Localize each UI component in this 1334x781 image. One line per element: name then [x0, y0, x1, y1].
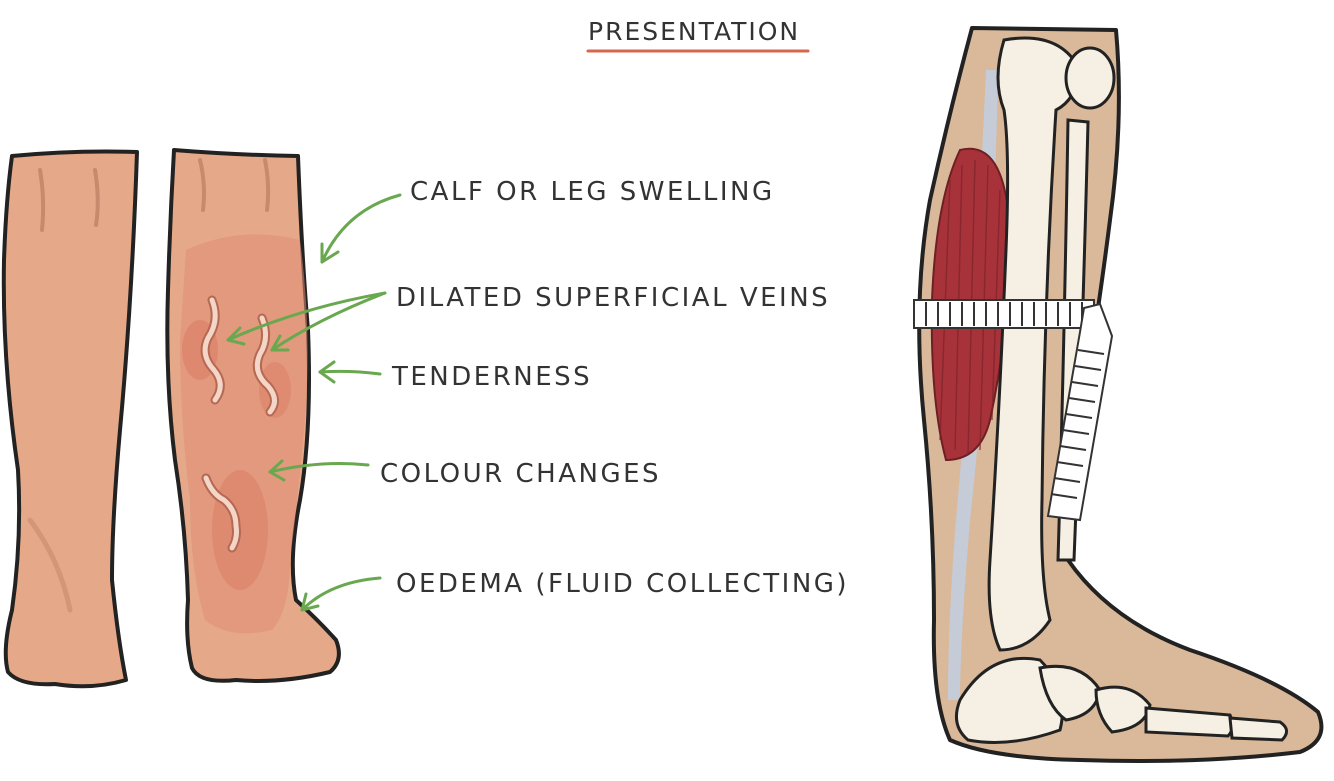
- page-title: PRESENTATION: [588, 17, 800, 46]
- leg-anatomy-illustration: [914, 28, 1321, 761]
- label-dilated-veins: DILATED SUPERFICIAL VEINS: [396, 283, 830, 313]
- healthy-leg: [4, 152, 137, 687]
- arrow-tenderness: [320, 371, 380, 374]
- label-tenderness: TENDERNESS: [391, 362, 592, 392]
- label-calf-swelling: CALF OR LEG SWELLING: [410, 177, 775, 207]
- label-colour-changes: COLOUR CHANGES: [380, 459, 661, 489]
- arrow-oedema: [302, 578, 380, 610]
- arrow-calf-swelling: [322, 195, 400, 262]
- label-oedema: OEDEMA (FLUID COLLECTING): [396, 569, 849, 599]
